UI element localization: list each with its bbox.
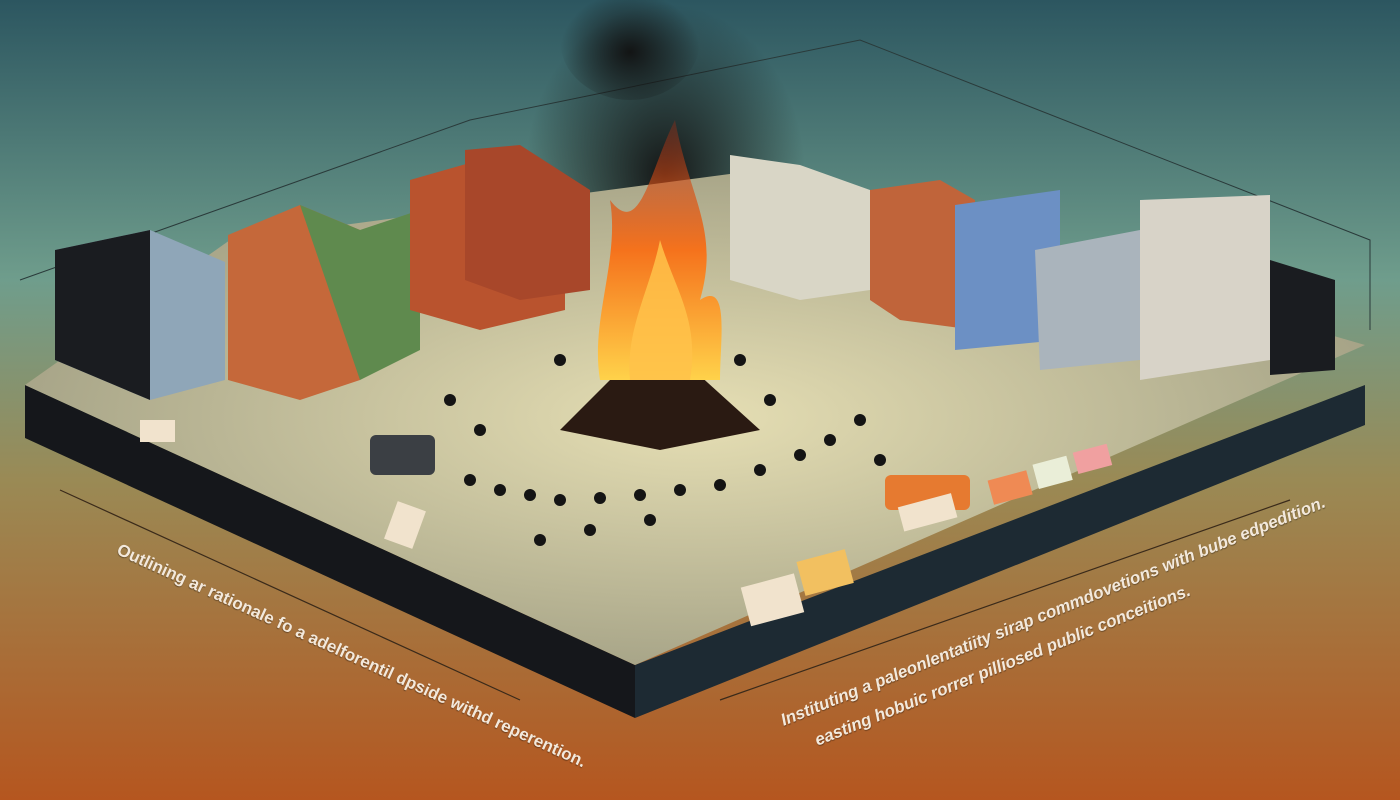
- buildings-left: [55, 145, 590, 400]
- slab-left-side: [25, 385, 635, 718]
- buildings-right: [730, 155, 1335, 380]
- frame-line-right: [719, 499, 1291, 701]
- bonfire: [560, 120, 760, 450]
- grey-van: [370, 435, 435, 475]
- frame-line-back: [19, 39, 1371, 330]
- crowd: [444, 354, 886, 546]
- frame-line-left: [59, 489, 521, 701]
- smoke-top: [560, 0, 700, 100]
- banners: [140, 420, 1113, 627]
- slab-right-side: [635, 385, 1365, 718]
